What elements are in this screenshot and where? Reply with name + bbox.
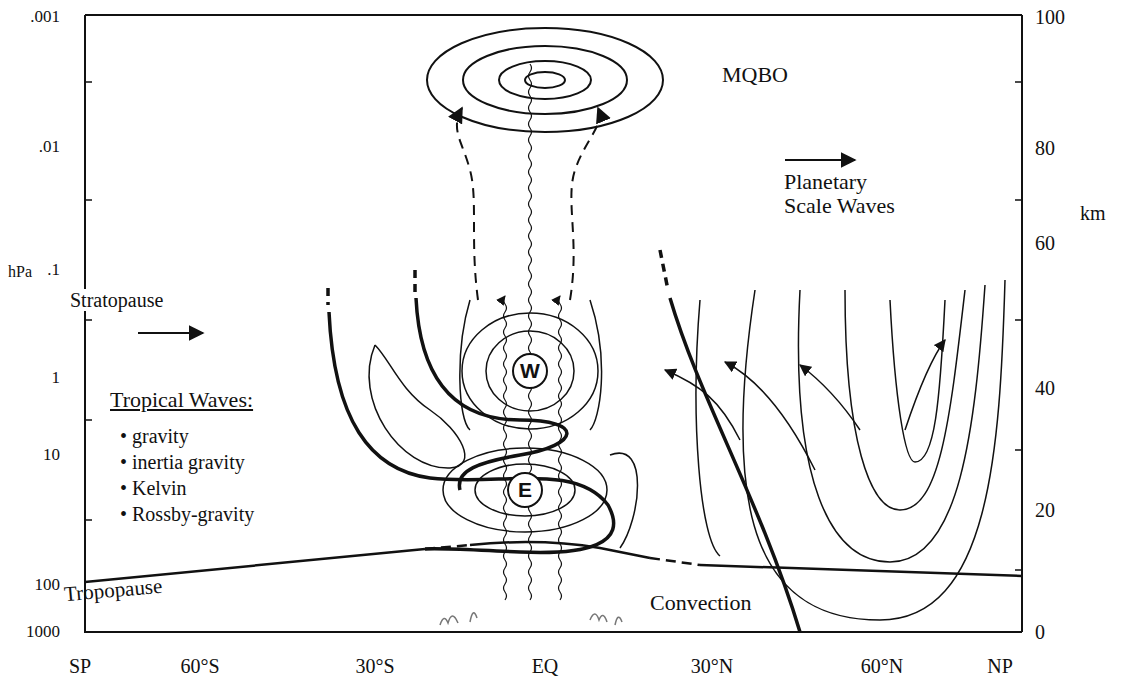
wind-center-label: E — [518, 478, 532, 502]
wave-line — [529, 64, 532, 600]
latitude-label: 30°N — [689, 655, 735, 677]
wave-heading: Tropical Waves: — [108, 388, 255, 412]
layer-label: Tropopause — [61, 575, 165, 607]
axis-value: 40 — [1033, 377, 1057, 399]
axis-unit: km — [1078, 202, 1108, 224]
wave-type: • gravity — [118, 425, 191, 447]
layer-label: Stratopause — [68, 289, 165, 311]
latitude-label: 30°S — [353, 655, 396, 677]
wave-line — [559, 296, 562, 600]
process-label: Convection — [648, 591, 753, 615]
latitude-label: 60°N — [859, 655, 905, 677]
axis-value: 100 — [1033, 6, 1067, 28]
axis-unit: hPa — [6, 263, 34, 281]
latitude-label: SP — [67, 655, 93, 677]
axis-value: 100 — [33, 576, 63, 595]
axis-value: 1000 — [24, 623, 62, 642]
wind-center-label: W — [520, 359, 540, 383]
wave-type: • Kelvin — [118, 477, 188, 499]
axis-value: 10 — [41, 446, 62, 465]
axis-value: 20 — [1033, 499, 1057, 521]
wave-line — [504, 296, 507, 600]
axis-value: 80 — [1033, 137, 1057, 159]
axis-value: .1 — [45, 261, 62, 280]
latitude-label: EQ — [530, 655, 561, 677]
wave-type: • Rossby-gravity — [118, 503, 256, 525]
axis-value: .01 — [37, 138, 62, 157]
wind-center-circle: E — [507, 472, 543, 508]
region-label: MQBO — [720, 63, 790, 87]
axis-value: 1 — [50, 369, 63, 388]
axis-value: .001 — [28, 8, 62, 27]
axis-value: 60 — [1033, 232, 1057, 254]
latitude-label: NP — [985, 655, 1015, 677]
wind-center-circle: W — [512, 353, 548, 389]
wave-label: Planetary Scale Waves — [782, 170, 906, 218]
latitude-label: 60°S — [178, 655, 221, 677]
wave-type: • inertia gravity — [118, 451, 247, 473]
axis-value: 0 — [1033, 621, 1047, 643]
